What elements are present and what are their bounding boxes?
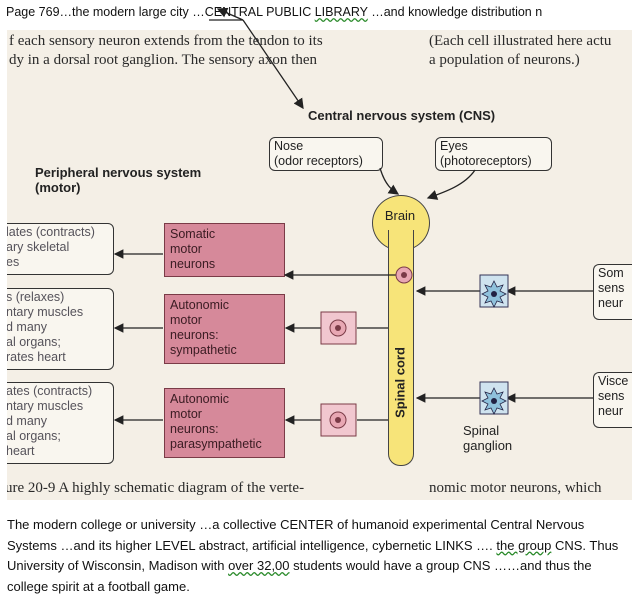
brain-label: Brain <box>384 208 416 223</box>
parasympathetic-motor-box: Autonomic motor neurons: parasympathetic <box>164 388 285 458</box>
top-caption: Page 769…the modern large city …CENTRAL … <box>6 5 542 19</box>
somatic-motor-box: Somatic motor neurons <box>164 223 285 277</box>
somatic-sensory-box: Som sens neur <box>593 264 632 320</box>
caption-library-word: LIBRARY <box>314 5 368 19</box>
sympathetic-motor-box: Autonomic motor neurons: sympathetic <box>164 294 285 364</box>
book-text-right-2: a population of neurons.) <box>429 52 580 68</box>
effector-box-parasympathetic: ates (contracts) ntary muscles d many al… <box>7 382 114 464</box>
effector-box-skeletal: lates (contracts) ary skeletal es <box>7 223 114 275</box>
commentary-the-group: the group <box>496 537 552 553</box>
cns-title: Central nervous system (CNS) <box>308 108 496 123</box>
nose-box: Nose (odor receptors) <box>269 137 383 171</box>
caption-suffix: and knowledge distribution n <box>383 5 543 19</box>
caption-prefix: Page 769…the modern large city …CENTRAL … <box>6 5 315 19</box>
effector-box-sympathetic: s (relaxes) ntary muscles d many al orga… <box>7 288 114 370</box>
spinal-cord-label: Spinal cord <box>392 347 408 418</box>
cord-junction <box>389 226 411 238</box>
commentary-part-2: CNS. Thus University of Wisconsin, Madis… <box>7 537 619 574</box>
caption-middle: … <box>367 5 384 19</box>
eyes-box: Eyes (photoreceptors) <box>435 137 552 171</box>
textbook-photo: f each sensory neuron extends from the t… <box>7 30 632 500</box>
figure-caption: ure 20-9 A highly schematic diagram of t… <box>7 480 305 496</box>
spinal-ganglion-label: Spinal ganglion <box>463 423 513 453</box>
book-text-left-1: f each sensory neuron extends from the t… <box>9 33 323 49</box>
commentary-text: The modern college or university …a coll… <box>7 515 633 597</box>
commentary-part-3: students would have a group CNS ……and th… <box>7 558 592 594</box>
book-text-right-1: (Each cell illustrated here actu <box>429 33 612 49</box>
commentary-student-count: over 32,00 <box>228 558 290 573</box>
pns-title: Peripheral nervous system (motor) <box>35 165 202 195</box>
book-text-left-2: dy in a dorsal root ganglion. The sensor… <box>9 52 317 68</box>
visceral-sensory-box: Visce sens neur <box>593 372 632 428</box>
book-text-bottom-right: nomic motor neurons, which <box>429 480 602 496</box>
commentary-part-1: The modern college or university …a coll… <box>7 517 585 553</box>
